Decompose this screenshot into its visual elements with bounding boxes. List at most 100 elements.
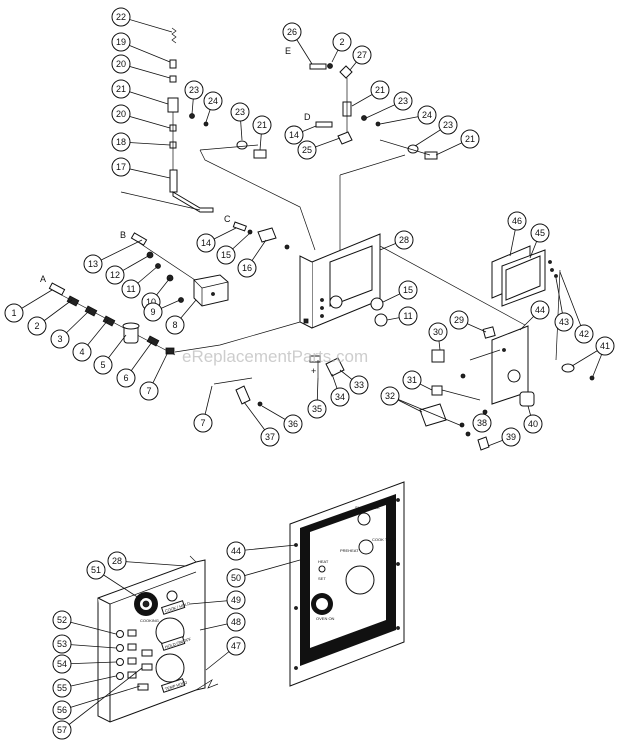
callout-11: 11 (121, 279, 141, 299)
callout-43: 43 (554, 312, 574, 332)
callout-circle (111, 79, 131, 99)
callout-circle (284, 125, 304, 145)
callout-5: 5 (93, 355, 113, 375)
callout-28: 28 (394, 230, 414, 250)
label-temp-hold: TEMP HOLD (164, 680, 188, 692)
callout-circle (260, 427, 280, 447)
callout-number: 55 (57, 683, 67, 693)
section-letter-e: E (285, 46, 291, 56)
callout-48: 48 (226, 612, 246, 632)
callout-number: 40 (528, 419, 538, 429)
callout-circle (121, 279, 141, 299)
callout-circle (52, 700, 72, 720)
callout-number: 16 (242, 263, 252, 273)
callout-circle (52, 720, 72, 740)
callout-circle (370, 80, 390, 100)
callout-number: 51 (91, 565, 101, 575)
callout-15: 15 (216, 245, 236, 265)
callout-number: 20 (116, 59, 126, 69)
callout-number: 11 (126, 284, 135, 294)
callout-44: 44 (226, 541, 246, 561)
callout-number: 41 (600, 341, 610, 351)
callout-31: 31 (402, 370, 422, 390)
callout-number: 30 (433, 327, 443, 337)
callout-number: 21 (465, 134, 475, 144)
callout-9: 9 (143, 302, 163, 322)
callout-number: 21 (116, 84, 126, 94)
callout-circle (50, 329, 70, 349)
callout-number: 14 (289, 130, 299, 140)
callout-14: 14 (196, 233, 216, 253)
callout-circle (226, 590, 246, 610)
callout-12: 12 (105, 265, 125, 285)
label-oven-on: OVEN ON (316, 616, 335, 621)
callout-11: 11 (398, 306, 418, 326)
callout-36: 36 (283, 414, 303, 434)
callout-circle (523, 414, 543, 434)
callout-number: 45 (535, 228, 545, 238)
callout-circle (226, 568, 246, 588)
callout-circle (143, 302, 163, 322)
callout-circle (111, 32, 131, 52)
callout-1: 1 (4, 303, 24, 323)
callout-6: 6 (116, 368, 136, 388)
callout-circle (530, 223, 550, 243)
callout-30: 30 (428, 322, 448, 342)
callout-circle (52, 678, 72, 698)
callout-number: 1 (11, 308, 16, 318)
callout-number: 3 (57, 334, 62, 344)
callout-circle (472, 413, 492, 433)
callout-number: 44 (535, 305, 545, 315)
callout-49: 49 (226, 590, 246, 610)
callout-number: 43 (559, 317, 569, 327)
callout-circle (196, 233, 216, 253)
callout-circle (52, 634, 72, 654)
section-letter-b: B (120, 230, 126, 240)
bottom-middle-parts: + (213, 355, 345, 407)
callout-number: 46 (512, 216, 522, 226)
callout-circle (27, 316, 47, 336)
callout-number: 23 (443, 120, 453, 130)
callout-circle (139, 381, 159, 401)
callout-29: 29 (449, 310, 469, 330)
callout-number: 31 (407, 375, 417, 385)
callout-number: 2 (34, 321, 39, 331)
callout-number: 52 (57, 615, 67, 625)
callout-33: 33 (349, 375, 369, 395)
callout-7: 7 (139, 381, 159, 401)
callout-circle (349, 375, 369, 395)
callout-51: 51 (86, 560, 106, 580)
callout-circle (111, 157, 131, 177)
callout-circle (52, 654, 72, 674)
callout-circle (417, 105, 437, 125)
callout-circle (297, 140, 317, 160)
parts-drawings: + eReplacementParts.com (48, 27, 595, 451)
callout-circle (352, 45, 372, 65)
callout-circle (380, 386, 400, 406)
callout-circle (507, 211, 527, 231)
callout-number: 53 (57, 639, 67, 649)
callout-37: 37 (260, 427, 280, 447)
callout-number: 10 (146, 297, 156, 307)
callout-number: 14 (201, 238, 211, 248)
callout-circle (116, 368, 136, 388)
callout-27: 27 (352, 45, 372, 65)
callout-21: 21 (460, 129, 480, 149)
callout-bubbles: 2219202120181723242321262272123242321142… (4, 7, 615, 740)
callout-18: 18 (111, 132, 131, 152)
callout-number: 36 (288, 419, 298, 429)
callout-number: 37 (265, 432, 275, 442)
callout-circle (83, 254, 103, 274)
callout-21: 21 (370, 80, 390, 100)
callout-number: 15 (403, 285, 413, 295)
callout-54: 54 (52, 654, 72, 674)
callout-circle (226, 612, 246, 632)
callout-16: 16 (237, 258, 257, 278)
callout-number: 57 (57, 725, 67, 735)
callout-3: 3 (50, 329, 70, 349)
knobs (370, 297, 388, 327)
callout-number: 35 (312, 404, 322, 414)
side-panel-44 (419, 325, 595, 451)
callout-number: 7 (146, 386, 151, 396)
callout-2: 2 (27, 316, 47, 336)
